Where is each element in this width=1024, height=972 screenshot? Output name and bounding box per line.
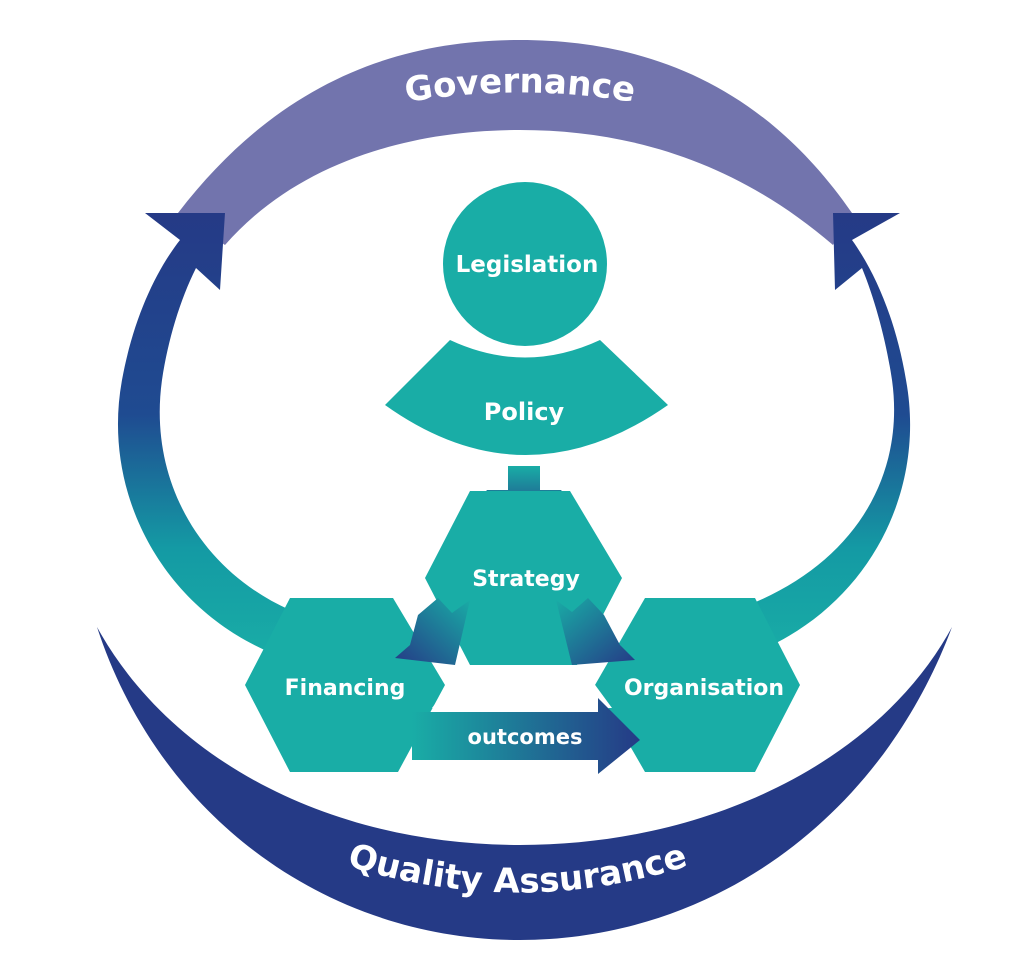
legislation-circle [443, 182, 607, 346]
strategy-to-organisation-arrow [556, 598, 635, 665]
outcomes-label: outcomes [468, 725, 583, 749]
legislation-label: Legislation [456, 252, 599, 278]
policy-sector [385, 340, 668, 455]
strategy-label: Strategy [472, 567, 580, 592]
governance-band [178, 40, 852, 245]
quality-assurance-band [97, 627, 952, 940]
policy-label: Policy [484, 398, 565, 426]
left-feedback-arrow [117, 213, 290, 660]
outcomes-arrow [412, 698, 640, 774]
right-feedback-arrow [735, 213, 911, 660]
financing-label: Financing [285, 676, 406, 701]
financing-hexagon [245, 598, 445, 772]
outcomes-backdrop [432, 678, 612, 708]
strategy-to-financing-arrow [395, 598, 470, 665]
organisation-label: Organisation [624, 676, 784, 701]
organisation-hexagon [595, 598, 800, 772]
